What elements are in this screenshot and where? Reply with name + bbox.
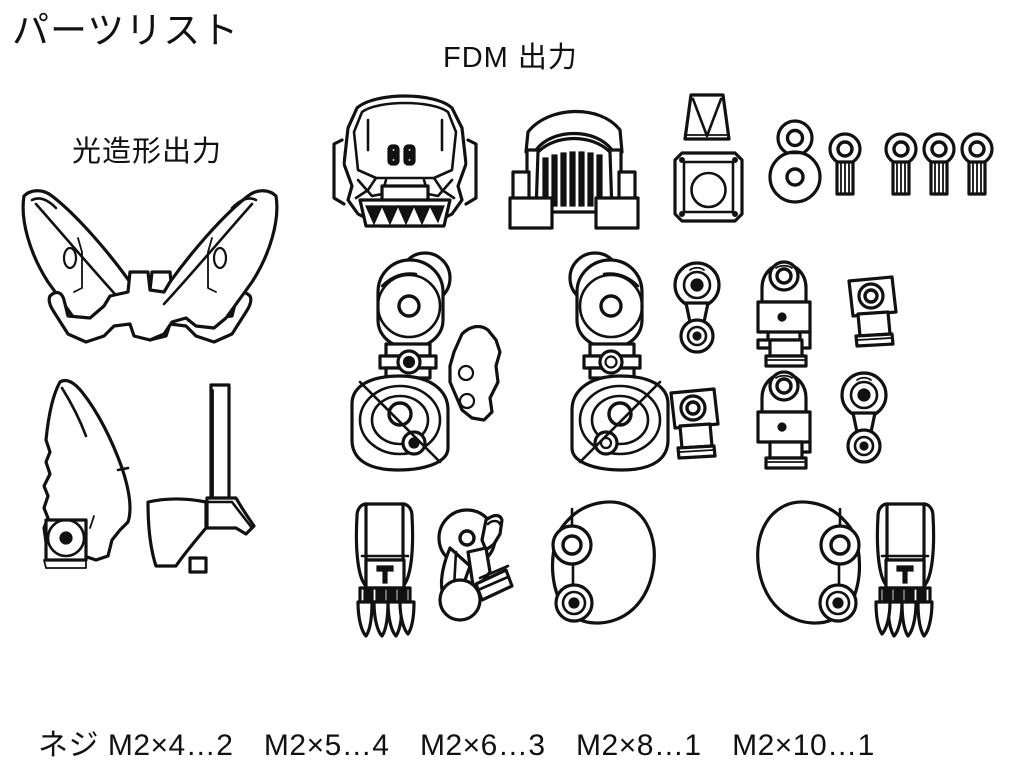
part-joint-small-b	[840, 371, 888, 464]
part-center-shield-plate	[448, 324, 502, 422]
part-joint-cap-a	[847, 275, 898, 348]
part-axe-head	[146, 383, 256, 574]
part-joint-cone-a	[756, 260, 812, 368]
part-joint-cone-b	[756, 370, 812, 470]
part-thigh-plate-left	[550, 500, 656, 625]
part-pin-rod-3	[922, 132, 956, 196]
part-double-disc-joint	[768, 119, 822, 204]
part-claw-blade	[42, 378, 132, 569]
part-joint-small-a	[673, 261, 721, 354]
part-pin-rod-2	[884, 132, 918, 196]
part-knee-joint-left	[437, 508, 514, 622]
section-label-sla: 光造形出力	[72, 136, 223, 168]
part-thigh-plate-right	[756, 500, 862, 625]
part-pin-rod-1	[828, 132, 862, 196]
part-joint-cap-b	[669, 387, 720, 460]
screw-list-footer: ネジ M2×4…2 M2×5…4 M2×6…3 M2×8…1 M2×10…1	[38, 729, 875, 762]
part-shoulder-assembly-right	[568, 251, 670, 472]
part-horn-crest	[21, 189, 279, 344]
part-pin-rod-4	[960, 132, 994, 196]
page-title: パーツリスト	[12, 10, 240, 51]
section-label-fdm: FDM 出力	[443, 42, 578, 74]
part-square-block	[673, 151, 744, 223]
part-foot-claw-left	[354, 502, 416, 638]
part-small-trapezoid	[683, 93, 731, 141]
part-grille-chest	[508, 109, 640, 230]
part-mecha-head-mask	[332, 94, 478, 228]
part-foot-claw-right	[874, 502, 936, 638]
part-shoulder-assembly-left	[350, 251, 452, 472]
